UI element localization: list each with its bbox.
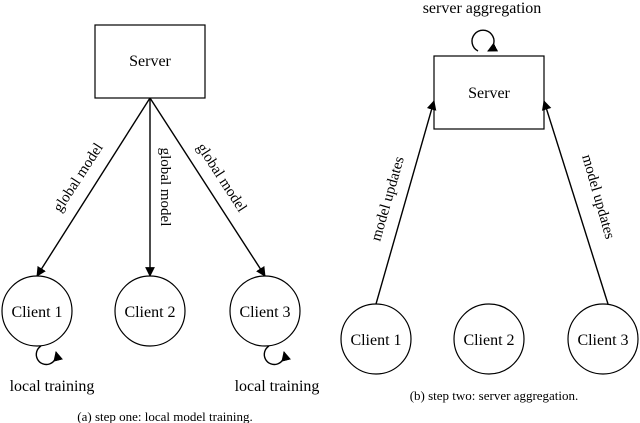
local-loop-client-1 <box>35 345 63 366</box>
client-node-2 <box>114 275 186 347</box>
server-label-b: Server <box>468 85 510 102</box>
server-label: Server <box>129 53 171 70</box>
edge-client-3-server <box>541 100 609 305</box>
client-node-b-2 <box>453 303 525 375</box>
edge-label-model-updates-1: model updates <box>368 155 407 243</box>
edge-label-global-model-1: global model <box>50 140 106 215</box>
server-aggregation-label: server aggregation <box>423 0 542 17</box>
client-node-b-3 <box>567 303 639 375</box>
edge-server-client-1 <box>36 97 151 277</box>
edge-client-1-server <box>375 100 437 305</box>
panel-a: Server global model global model global … <box>1 24 320 423</box>
local-training-label-3: local training <box>235 378 320 395</box>
client-node-b-1 <box>340 303 412 375</box>
server-node <box>94 24 206 99</box>
local-training-label-1: local training <box>10 378 95 395</box>
server-node-b <box>433 55 545 130</box>
caption-a: (a) step one: local model training. <box>77 409 252 423</box>
caption-b: (b) step two: server aggregation. <box>410 388 579 403</box>
edge-label-global-model-2: global model <box>157 148 173 227</box>
client-node-3 <box>229 275 301 347</box>
client-label-2: Client 2 <box>124 304 175 321</box>
local-loop-client-3 <box>263 345 291 366</box>
aggregation-loop <box>471 29 499 52</box>
client-node-1 <box>1 275 73 347</box>
edge-server-client-3 <box>149 97 266 277</box>
client-label-1: Client 1 <box>11 304 62 321</box>
client-label-b-2: Client 2 <box>463 332 514 349</box>
client-label-b-3: Client 3 <box>577 332 628 349</box>
client-label-3: Client 3 <box>239 304 290 321</box>
panel-b: server aggregation Server model updates … <box>340 0 639 403</box>
client-label-b-1: Client 1 <box>350 332 401 349</box>
